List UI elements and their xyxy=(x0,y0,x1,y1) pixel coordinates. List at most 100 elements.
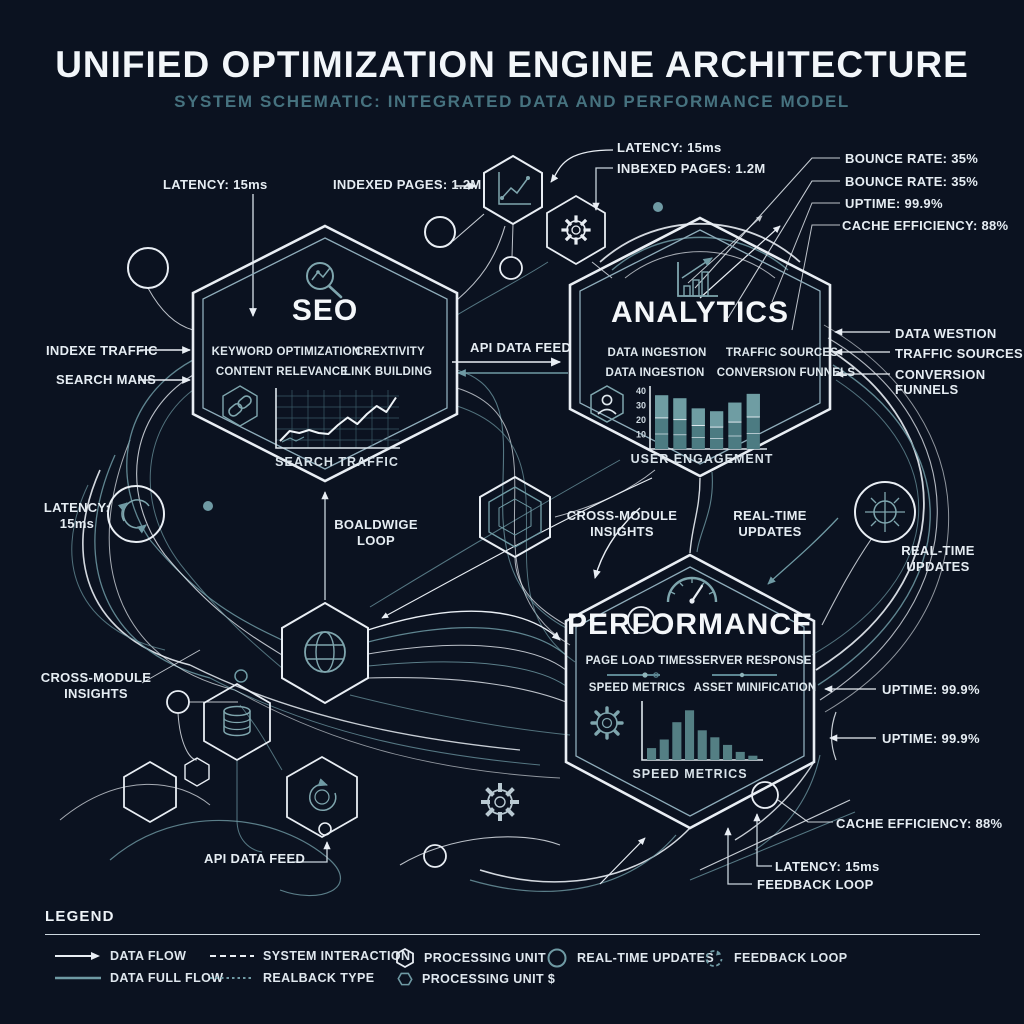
annotation-cache-efficiency: CACHE EFFICIENCY: 88% xyxy=(842,218,1009,233)
feedback-loop-icon xyxy=(705,950,723,967)
svg-text:20: 20 xyxy=(636,415,646,425)
gear-icon xyxy=(590,706,624,740)
annotation-data-westion: DATA WESTION xyxy=(895,326,997,341)
legend-label: PROCESSING UNIT $ xyxy=(422,972,556,986)
hexagon-node xyxy=(123,760,177,824)
dotted-line-icon xyxy=(210,977,254,979)
annotation-indexed-pages: INBEXED PAGES: 1.2M xyxy=(617,161,766,176)
circle-node xyxy=(499,256,523,280)
legend-heading: LEGEND xyxy=(45,908,115,925)
data-flow-arrow-icon xyxy=(55,952,100,960)
page-title: UNIFIED OPTIMIZATION ENGINE ARCHITECTURE xyxy=(55,44,969,85)
line-chart-icon xyxy=(483,154,543,226)
annotation-indexed-pages: INDEXED PAGES: 1.2M xyxy=(333,177,482,192)
seo-chart-label: SEARCH TRAFFIC xyxy=(275,455,399,469)
annotation-uptime: UPTIME: 99.9% xyxy=(882,682,980,697)
annotation-real-time-updates: REAL-TIME UPDATES xyxy=(733,508,806,540)
annotation-api-data-feed: API DATA FEED xyxy=(204,851,306,866)
legend-item-processing-unit-s: PROCESSING UNIT $ xyxy=(397,971,555,987)
annotation-api-data-feed: API DATA FEED xyxy=(470,340,572,355)
annotation-search-mans: SEARCH MANS xyxy=(56,372,157,387)
hexagon-small-icon xyxy=(397,972,413,986)
annotation-real-time-updates: REAL-TIME UPDATES xyxy=(901,543,974,575)
seo-feature: CONTENT RELEVANCE xyxy=(215,366,349,378)
analytics-module-title: ANALYTICS xyxy=(611,296,789,329)
legend-label: DATA FLOW xyxy=(110,949,187,963)
processing-unit-hexagon xyxy=(479,475,551,559)
circle-node xyxy=(234,669,248,683)
annotation-feedback-loop: FEEDBACK LOOP xyxy=(757,877,874,892)
circle-node xyxy=(653,202,663,212)
annotation-line: CROSS-MODULE xyxy=(566,508,678,523)
legend-label: SYSTEM INTERACTION xyxy=(263,949,411,963)
annotation-traffic-sources: TRAFFIC SOURCES xyxy=(895,346,1023,361)
legend-item-data-full-flow: DATA FULL FLOW xyxy=(55,971,223,985)
annotation-conversion-funnels: CONVERSION FUNNELS xyxy=(895,367,985,397)
legend-label: PROCESSING UNIT xyxy=(424,951,546,965)
performance-feature: SPEED METRICS xyxy=(588,682,686,694)
circle-node xyxy=(627,606,655,634)
circle-node xyxy=(751,781,779,809)
performance-hexagon xyxy=(564,553,816,830)
annotation-uptime: UPTIME: 99.9% xyxy=(845,196,943,211)
analytics-feature: CONVERSION FUNNELS xyxy=(716,367,856,379)
annotation-line: CONVERSION xyxy=(895,367,986,382)
gauge-icon xyxy=(666,576,718,604)
legend-item-real-time-updates: REAL-TIME UPDATES xyxy=(546,947,714,969)
compass-icon xyxy=(854,481,916,543)
legend-label: FEEDBACK LOOP xyxy=(734,951,848,965)
flow-curves xyxy=(59,157,949,897)
user-icon xyxy=(590,385,624,423)
flow-arrows xyxy=(138,149,890,885)
annotation-line: LOOP xyxy=(356,533,396,548)
magnifier-trend-icon xyxy=(306,262,343,299)
seo-module-title: SEO xyxy=(291,294,359,327)
svg-text:30: 30 xyxy=(636,401,646,411)
annotation-cross-module-insights: CROSS-MODULE INSIGHTS xyxy=(41,670,152,702)
svg-text:10: 10 xyxy=(636,430,646,440)
speed-metrics-chart xyxy=(641,701,763,761)
annotation-latency: LATENCY: 15ms xyxy=(163,177,268,192)
gear-icon xyxy=(481,783,519,821)
legend-label: REAL-TIME UPDATES xyxy=(577,951,715,965)
chain-link-icon xyxy=(222,385,258,427)
hexagon-icon xyxy=(396,947,414,969)
circle-icon xyxy=(547,948,567,968)
analytics-feature: TRAFFIC SOURCES xyxy=(725,347,839,359)
legend-label: REALBACK TYPE xyxy=(263,971,375,985)
performance-feature: PAGE LOAD TIMES xyxy=(585,655,695,667)
annotation-line: REAL-TIME xyxy=(733,508,807,523)
seo-hexagon xyxy=(191,224,459,483)
performance-chart-label: SPEED METRICS xyxy=(632,767,748,781)
seo-feature: KEYWORD OPTIMIZATION xyxy=(211,346,361,358)
annotation-line: LATENCY: xyxy=(43,500,111,515)
hexagon-node-small xyxy=(184,757,210,787)
analytics-chart-label: USER ENGAGEMENT xyxy=(630,452,774,466)
database-icon xyxy=(203,682,271,762)
annotation-uptime: UPTIME: 99.9% xyxy=(882,731,980,746)
analytics-hexagon xyxy=(568,216,832,478)
annotation-line: REAL-TIME xyxy=(901,543,975,558)
legend-item-processing-unit: PROCESSING UNIT xyxy=(395,947,546,969)
legend-item-system-interaction: SYSTEM INTERACTION xyxy=(210,949,410,963)
annotation-line: BOALDWIGE xyxy=(334,517,418,532)
analytics-feature: DATA INGESTION xyxy=(605,367,705,379)
annotation-line: UPDATES xyxy=(738,524,802,539)
globe-icon xyxy=(281,601,369,705)
annotation-cross-module-insights: CROSS-MODULE INSIGHTS xyxy=(567,508,678,540)
circle-node xyxy=(203,501,213,511)
annotation-bounce-rate: BOUNCE RATE: 35% xyxy=(845,151,979,166)
annotation-line: UPDATES xyxy=(906,559,970,574)
gear-icon xyxy=(546,194,606,266)
seo-feature: LINK BUILDING xyxy=(343,366,433,378)
data-full-flow-line-icon xyxy=(55,976,101,980)
seo-feature: CREXTIVITY xyxy=(355,346,425,358)
circle-node xyxy=(424,216,456,248)
refresh-cycle-icon xyxy=(286,755,358,839)
circle-node xyxy=(127,247,169,289)
annotation-cache-efficiency: CACHE EFFICIENCY: 88% xyxy=(836,816,1003,831)
legend-label: DATA FULL FLOW xyxy=(110,971,224,985)
